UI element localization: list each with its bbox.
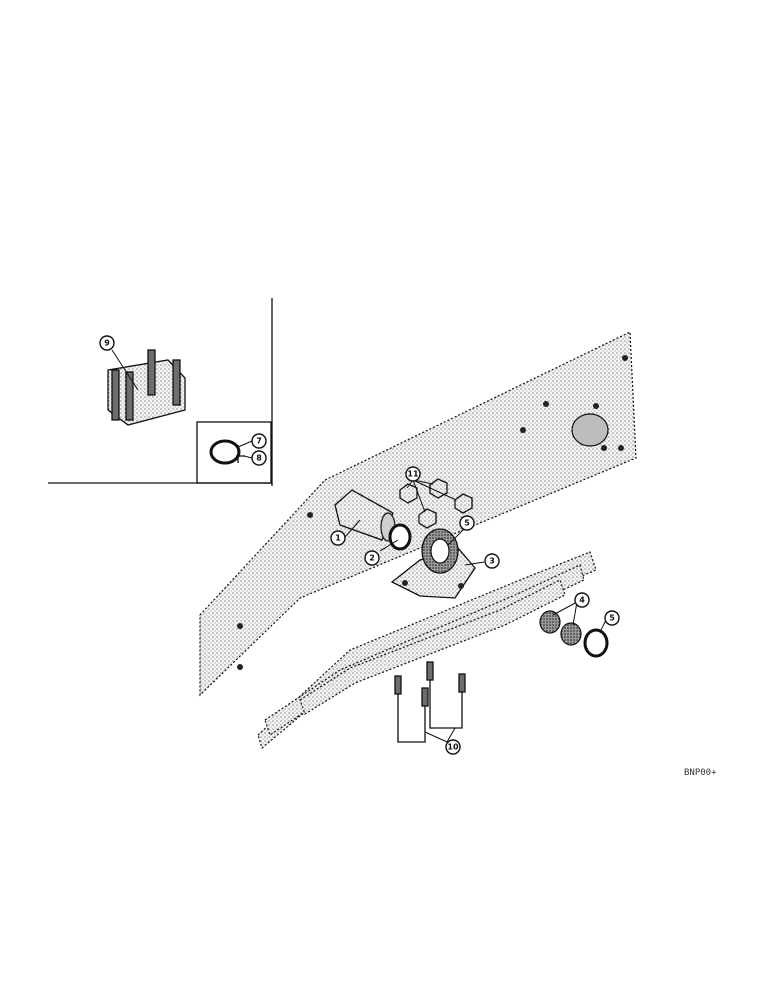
- svg-text:1: 1: [335, 534, 341, 543]
- frame-side-rail: [199, 331, 637, 697]
- callout-5-bracket: 5: [459, 515, 475, 531]
- callout-5-snap-ring: 5: [604, 610, 620, 626]
- inset-frame: [48, 298, 273, 486]
- svg-text:9: 9: [104, 339, 110, 348]
- svg-text:11: 11: [407, 470, 419, 479]
- u-bolt-clamp-inset: [107, 349, 186, 426]
- svg-text:10: 10: [447, 743, 459, 752]
- callout-10: 10: [445, 739, 461, 755]
- callout-8: 8: [251, 450, 267, 466]
- callout-4: 4: [574, 592, 590, 608]
- reference-code: BNP00+: [684, 768, 717, 778]
- svg-text:8: 8: [256, 454, 262, 463]
- leader-lines: [111, 349, 607, 743]
- callout-1: 1: [330, 530, 346, 546]
- washer: [388, 523, 412, 551]
- callout-11: 11: [405, 466, 421, 482]
- svg-text:5: 5: [609, 614, 615, 623]
- svg-text:4: 4: [579, 596, 585, 605]
- callout-7: 7: [251, 433, 267, 449]
- callout-2: 2: [364, 550, 380, 566]
- callout-3: 3: [484, 553, 500, 569]
- callout-9: 9: [99, 335, 115, 351]
- svg-text:5: 5: [464, 519, 470, 528]
- svg-text:3: 3: [489, 557, 495, 566]
- spring-hanger-bracket: [390, 528, 476, 599]
- svg-text:7: 7: [256, 437, 262, 446]
- leaf-spring: [257, 551, 597, 750]
- u-bolts: [394, 661, 466, 743]
- svg-text:2: 2: [369, 554, 375, 563]
- bushings: [539, 610, 582, 646]
- hex-nuts: [399, 478, 473, 529]
- ring-and-pin-inset: [209, 439, 245, 465]
- snap-ring: [583, 628, 609, 658]
